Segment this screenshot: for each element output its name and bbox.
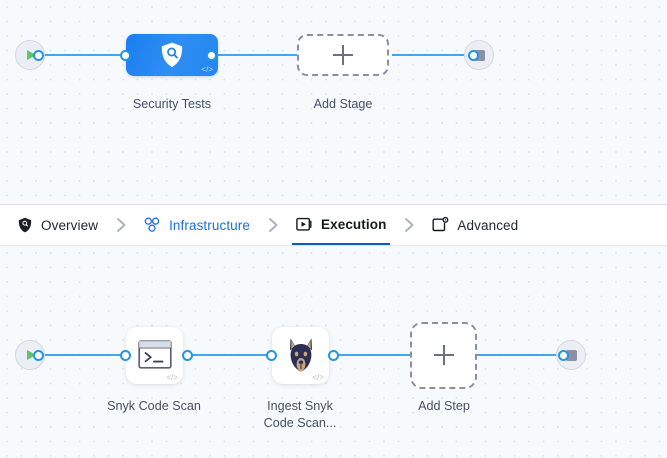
execution-play-box-icon <box>296 216 313 233</box>
add-stage-node[interactable] <box>297 34 389 76</box>
execution-steps-canvas[interactable]: </> <box>0 246 667 458</box>
infrastructure-nodes-icon <box>144 217 161 234</box>
code-badge-icon: </> <box>201 65 213 74</box>
stage-node-label-security-tests: Security Tests <box>132 97 212 111</box>
pipeline-start-node[interactable] <box>15 40 45 70</box>
add-stage-label: Add Stage <box>313 97 373 111</box>
step-node-snyk-code-scan[interactable]: </> <box>126 326 183 384</box>
edge-addstage-to-end <box>392 53 472 57</box>
edge-security-to-addstage <box>211 53 301 57</box>
play-icon <box>27 50 36 60</box>
advanced-gear-box-icon <box>432 217 449 234</box>
tab-infrastructure-label: Infrastructure <box>169 217 250 233</box>
add-step-label: Add Step <box>418 399 470 413</box>
exec-end-input-port[interactable] <box>558 349 569 361</box>
tab-execution-label: Execution <box>321 216 387 232</box>
tab-advanced-label: Advanced <box>457 217 519 233</box>
start-output-port[interactable] <box>33 49 44 61</box>
stage-node-security-tests[interactable]: </> <box>126 34 218 76</box>
code-badge-icon: </> <box>312 372 324 382</box>
ingest-snyk-output-port[interactable] <box>328 349 339 361</box>
shield-search-icon <box>159 41 185 69</box>
end-input-port[interactable] <box>468 49 479 61</box>
tab-overview[interactable]: Overview <box>12 205 102 245</box>
snyk-code-scan-output-port[interactable] <box>182 349 193 361</box>
pipeline-section-tabs: Overview Infrastructure <box>0 204 667 246</box>
tab-execution[interactable]: Execution <box>292 205 391 245</box>
edge-start-to-snyk-scan <box>36 353 126 357</box>
tab-separator-1 <box>102 205 140 245</box>
stop-icon <box>565 349 577 361</box>
terminal-icon <box>137 340 172 370</box>
tab-separator-3 <box>390 205 428 245</box>
step-node-label-ingest-snyk: Ingest Snyk Code Scan... <box>263 399 337 430</box>
edge-ingest-to-addstep <box>333 353 415 357</box>
snyk-code-scan-input-port[interactable] <box>120 349 131 361</box>
step-node-ingest-snyk-code-scan[interactable]: </> <box>272 326 329 384</box>
edge-snyk-scan-to-ingest <box>187 353 277 357</box>
stop-icon <box>473 49 485 61</box>
step-node-label-snyk-code-scan: Snyk Code Scan <box>107 399 201 413</box>
snyk-dog-icon <box>285 337 317 373</box>
security-tests-input-port[interactable] <box>120 49 131 61</box>
play-icon <box>27 350 36 360</box>
security-tests-output-port[interactable] <box>206 49 217 61</box>
code-badge-icon: </> <box>166 372 178 382</box>
ingest-snyk-input-port[interactable] <box>266 349 277 361</box>
tab-infrastructure[interactable]: Infrastructure <box>140 205 254 245</box>
exec-start-output-port[interactable] <box>33 349 44 361</box>
tab-overview-label: Overview <box>41 217 99 233</box>
plus-icon <box>433 345 454 365</box>
edge-start-to-security <box>36 53 126 57</box>
tab-advanced[interactable]: Advanced <box>428 205 522 245</box>
tab-separator-2 <box>254 205 292 245</box>
edge-addstep-to-end <box>477 353 563 357</box>
stage-canvas[interactable]: </> Security Tests Add Stage <box>0 0 667 204</box>
add-step-node[interactable] <box>410 321 477 389</box>
shield-icon <box>16 217 33 234</box>
plus-icon <box>333 45 353 65</box>
